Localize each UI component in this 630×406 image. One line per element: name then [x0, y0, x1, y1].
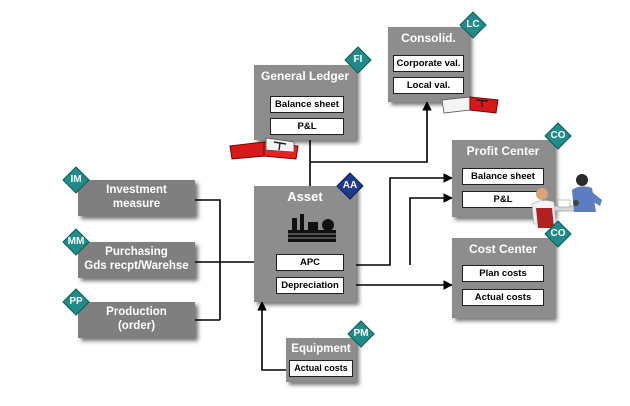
pc-balance-sheet-field: Balance sheet	[462, 168, 544, 185]
asset-to-profit-center-arrow-2	[409, 193, 453, 265]
im-tag: IM	[62, 166, 90, 194]
co-tag-profit-center: CO	[544, 122, 572, 150]
co-tag-cost-center: CO	[544, 220, 572, 248]
depreciation-field: Depreciation	[276, 277, 344, 294]
production-box: Production (order)	[78, 302, 195, 338]
corporate-val-field: Corporate val.	[393, 55, 464, 72]
ledger-book-icon	[229, 137, 299, 160]
pm-tag: PM	[347, 320, 375, 348]
equipment-title: Equipment	[291, 343, 351, 355]
fi-tag: FI	[344, 46, 372, 74]
apc-field: APC	[276, 254, 344, 271]
gl-to-consolid-arrow	[310, 101, 432, 163]
diamond-icon	[62, 288, 90, 316]
diamond-icon	[344, 46, 372, 74]
profit-center-title: Profit Center	[466, 144, 540, 158]
pp-tag: PP	[62, 288, 90, 316]
mm-tag: MM	[62, 228, 90, 256]
plan-costs-field: Plan costs	[462, 265, 544, 282]
factory-icon	[288, 214, 336, 242]
diamond-icon	[544, 220, 572, 248]
asset-to-profit-center-arrow	[356, 173, 453, 266]
cost-center-box: Cost Center Plan costs Actual costs	[452, 238, 554, 318]
diamond-icon	[62, 228, 90, 256]
equipment-actual-costs-field: Actual costs	[289, 360, 353, 377]
purchasing-label-1: Purchasing	[105, 246, 168, 258]
cc-actual-costs-field: Actual costs	[462, 289, 544, 306]
equipment-box: Equipment Actual costs	[286, 338, 356, 382]
pc-pl-field: P&L	[462, 191, 544, 208]
im-to-bus-line	[195, 199, 221, 320]
diamond-icon	[336, 172, 364, 200]
investment-measure-box: Investment measure	[78, 180, 195, 216]
general-ledger-title: General Ledger	[260, 69, 350, 83]
aa-tag: AA	[336, 172, 364, 200]
consolid-title: Consolid.	[401, 31, 456, 45]
lc-tag: LC	[459, 11, 487, 39]
diamond-icon	[459, 11, 487, 39]
general-ledger-box: General Ledger Balance sheet P&L	[254, 65, 356, 140]
purchasing-label-2: Gds recpt/Warehse	[84, 260, 189, 272]
diamond-icon	[347, 320, 375, 348]
investment-label-1: Investment	[106, 184, 167, 196]
investment-label-2: measure	[112, 198, 161, 210]
purchasing-box: Purchasing Gds recpt/Warehse	[78, 242, 195, 278]
ledger-book-icon	[441, 96, 499, 114]
local-val-field: Local val.	[393, 77, 464, 94]
consolid-box: Consolid. Corporate val. Local val.	[388, 27, 469, 102]
asset-title: Asset	[287, 189, 323, 204]
equipment-to-asset-arrow	[257, 301, 286, 371]
cost-center-title: Cost Center	[468, 242, 537, 256]
meeting-people-icon	[531, 174, 602, 228]
production-label-2: (order)	[117, 320, 156, 332]
gl-balance-sheet-field: Balance sheet	[270, 96, 344, 113]
gl-pl-field: P&L	[270, 118, 344, 135]
diamond-icon	[62, 166, 90, 194]
asset-box: Asset APC Depreciation	[254, 186, 356, 302]
production-label-1: Production	[106, 306, 167, 318]
diamond-icon	[544, 122, 572, 150]
